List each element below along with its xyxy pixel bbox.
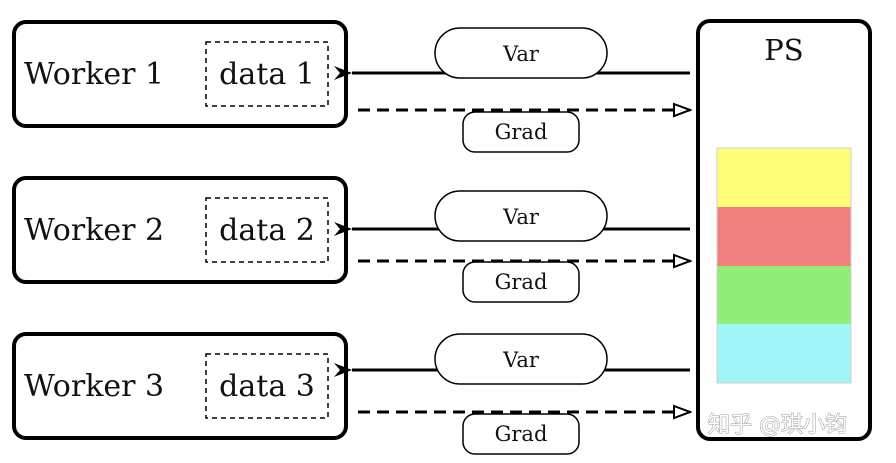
- data-3-label: data 3: [219, 369, 315, 404]
- ps-shard-2: [717, 207, 851, 266]
- grad-pill-1: [462, 111, 580, 153]
- ps-shard-3: [717, 266, 851, 324]
- parameter-server: PS: [696, 19, 872, 441]
- var-label-1: Var: [502, 42, 540, 66]
- data-3-box: [205, 353, 329, 419]
- worker-3: Worker 3 data 3: [12, 332, 348, 440]
- data-2-box: [205, 197, 329, 263]
- grad-label-1: Grad: [495, 120, 548, 144]
- ps-shard-1: [717, 148, 851, 207]
- ps-label: PS: [764, 33, 803, 67]
- data-1-box: [205, 41, 329, 107]
- ps-shard-4: [717, 324, 851, 383]
- ps-shard-outline: [716, 147, 852, 384]
- grad-label-2: Grad: [495, 270, 548, 294]
- worker-2: Worker 2 data 2: [12, 176, 348, 284]
- var-pill-3: [434, 333, 608, 385]
- data-2-label: data 2: [219, 213, 315, 248]
- grad-pill-3: [462, 413, 580, 455]
- worker-3-label: Worker 3: [24, 369, 164, 404]
- worker-2-label: Worker 2: [24, 213, 164, 248]
- grad-label-3: Grad: [495, 422, 548, 446]
- worker-3-box: [12, 332, 348, 440]
- var-label-3: Var: [502, 348, 540, 372]
- var-pill-1: [434, 27, 608, 79]
- var-label-2: Var: [502, 205, 540, 229]
- worker-1-label: Worker 1: [24, 57, 164, 92]
- var-pill-2: [434, 190, 608, 242]
- watermark: 知乎 @琪小钧: [708, 413, 847, 438]
- data-1-label: data 1: [219, 57, 315, 92]
- grad-pill-2: [462, 261, 580, 303]
- worker-1: Worker 1 data 1: [12, 20, 348, 128]
